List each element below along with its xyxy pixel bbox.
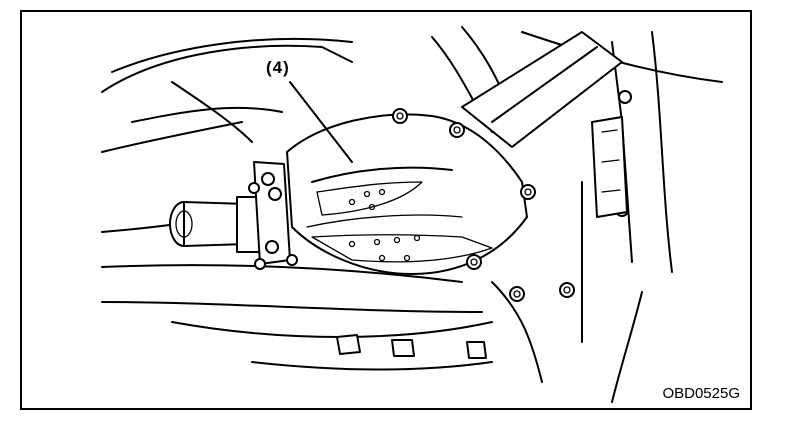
callout-label: (4) xyxy=(266,58,290,77)
floor-slots xyxy=(336,334,487,359)
right-bracket xyxy=(591,116,628,218)
figure-code: OBD0525G xyxy=(662,385,740,402)
exhaust-assembly-drawing xyxy=(101,26,723,403)
pipe-flange xyxy=(253,161,291,265)
diagram-frame: (4) OBD0525G xyxy=(20,10,752,410)
callout-leader-line xyxy=(289,81,353,163)
converter-cover xyxy=(286,113,528,275)
upper-pipe xyxy=(461,31,623,148)
